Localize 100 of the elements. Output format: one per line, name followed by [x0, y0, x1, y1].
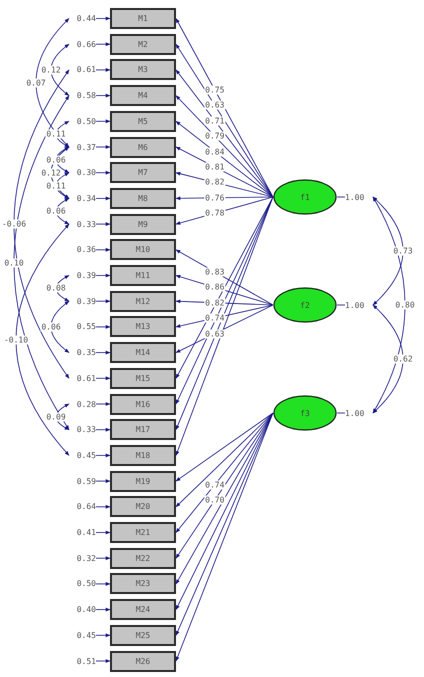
connector-line [336, 304, 346, 306]
covariance-arc [50, 300, 70, 353]
edge-label: -0.06 [0, 220, 28, 229]
indicator-box: M26 [110, 650, 176, 672]
path-arrow [96, 42, 110, 46]
edge-label: 0.63 [204, 100, 226, 110]
indicator-box: M25 [110, 624, 176, 646]
edge-label: 0.06 [40, 322, 62, 332]
path-arrow [96, 633, 110, 638]
path-arrow [96, 350, 110, 355]
path-arrow [176, 249, 274, 306]
indicator-box: M24 [110, 599, 176, 620]
error-variance: 0.39 [70, 270, 96, 282]
indicator-box: M19 [110, 470, 176, 492]
indicator-box: M3 [110, 59, 176, 80]
path-arrow [96, 299, 110, 304]
path-arrow [176, 196, 274, 200]
covariance-arc [36, 18, 70, 148]
edge-label: 0.12 [40, 168, 62, 178]
error-variance: 0.33 [70, 218, 96, 230]
path-arrow [96, 453, 110, 458]
indicator-box: M22 [110, 548, 176, 569]
error-variance: 0.30 [70, 166, 96, 179]
indicator-box: M5 [110, 110, 176, 132]
path-arrow [176, 120, 274, 198]
error-variance: 0.28 [70, 398, 96, 410]
edge-label: 0.06 [45, 155, 67, 164]
edge-label: 0.83 [204, 267, 226, 276]
error-variance: 0.37 [70, 141, 96, 153]
covariance-arc [56, 198, 70, 224]
factor-label: f1 [300, 192, 310, 202]
path-arrow [96, 608, 110, 612]
covariance-arc [50, 146, 70, 199]
error-variance: 0.50 [70, 578, 96, 590]
path-arrow [96, 402, 110, 406]
error-variance: 0.35 [70, 346, 96, 359]
error-variance: 0.55 [70, 320, 96, 333]
edge-label: 0.81 [204, 162, 226, 172]
path-arrow [176, 95, 274, 198]
covariance-arc [56, 172, 70, 199]
edge-label: 0.10 [3, 258, 25, 268]
error-variance: 0.36 [70, 244, 96, 256]
indicator-box: M4 [110, 85, 176, 106]
edge-label: 0.62 [392, 354, 414, 364]
edge-label: 0.74 [204, 480, 226, 490]
indicator-box: M21 [110, 522, 176, 543]
error-variance: 0.45 [70, 449, 96, 462]
indicator-box: M6 [110, 136, 176, 158]
path-arrow [96, 196, 110, 200]
connector-line [336, 412, 346, 414]
factor-variance: 1.00 [345, 191, 372, 203]
error-variance: 0.58 [70, 90, 96, 102]
indicator-box: M13 [110, 316, 176, 338]
edge-label: 0.11 [45, 181, 67, 190]
factor-variance: 1.00 [345, 299, 372, 311]
path-arrow [96, 222, 110, 226]
error-variance: 0.64 [70, 500, 96, 513]
indicator-box: M1 [110, 8, 176, 29]
edge-label: 0.71 [204, 116, 226, 126]
covariance-arc [56, 404, 70, 430]
path-arrow [96, 170, 110, 175]
edge-label: 0.75 [204, 85, 226, 94]
indicator-box: M9 [110, 214, 176, 235]
indicator-box: M17 [110, 419, 176, 440]
edge-label: 0.73 [392, 246, 414, 256]
covariance-arc [372, 196, 404, 306]
error-variance: 0.61 [70, 372, 96, 384]
edge-label: 0.11 [45, 130, 67, 139]
covariance-arc [372, 304, 404, 414]
covariance-arc [56, 120, 70, 148]
path-arrow [96, 16, 110, 20]
edge-label: 0.86 [204, 282, 226, 292]
connector-line [336, 196, 346, 198]
error-variance: 0.41 [70, 526, 96, 538]
error-variance: 0.50 [70, 115, 96, 128]
path-arrow [96, 145, 110, 149]
error-variance: 0.66 [70, 38, 96, 50]
edge-label: 0.70 [204, 496, 226, 505]
error-variance: 0.45 [70, 629, 96, 642]
factor-label: f3 [300, 408, 310, 418]
indicator-box: M14 [110, 342, 176, 364]
indicator-box: M11 [110, 265, 176, 286]
edge-label: 0.07 [25, 78, 47, 88]
path-arrow [96, 274, 110, 278]
indicator-box: M2 [110, 34, 176, 55]
path-arrow [176, 412, 274, 533]
factor-variance: 1.00 [345, 407, 372, 419]
indicator-box: M10 [110, 239, 176, 260]
edge-label: 0.74 [204, 314, 226, 323]
indicator-box: M16 [110, 394, 176, 414]
path-arrow [96, 428, 110, 432]
path-arrow [96, 659, 110, 663]
indicator-box: M18 [110, 444, 176, 466]
edge-label: 0.06 [45, 206, 67, 216]
indicator-box: M23 [110, 573, 176, 594]
indicator-box: M7 [110, 162, 176, 184]
edge-label: 0.09 [45, 412, 67, 422]
factor-label: f2 [300, 300, 310, 310]
path-arrow [96, 582, 110, 586]
edge-label: 0.84 [204, 147, 226, 156]
